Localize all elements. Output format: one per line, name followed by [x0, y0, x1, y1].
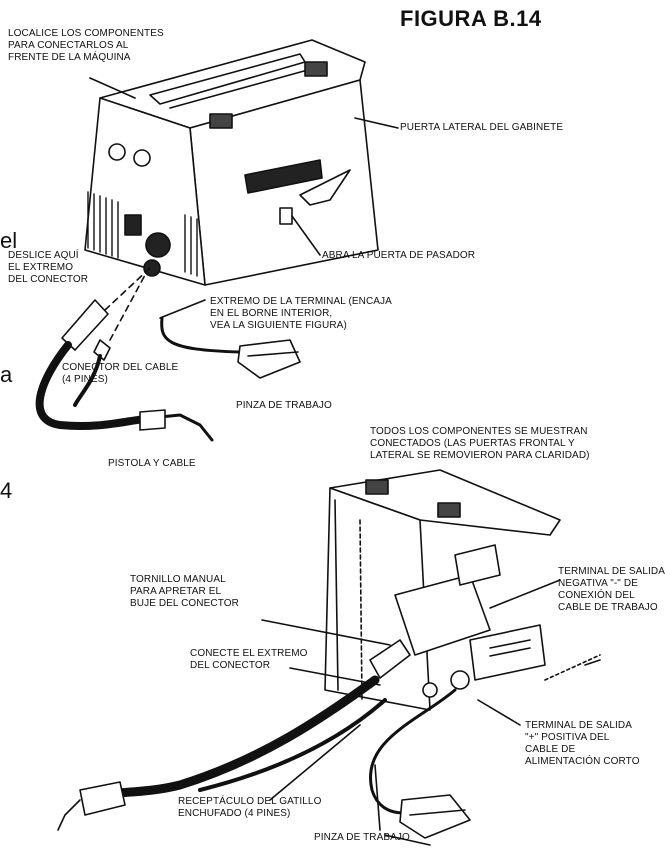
figure-title: FIGURA B.14: [400, 6, 542, 31]
label-latch-door: ABRA LA PUERTA DE PASADOR: [322, 250, 476, 261]
work-clamp-bottom: [368, 688, 471, 839]
label-work-clamp-bottom: PINZA DE TRABAJO: [314, 832, 410, 843]
edge-text-a: a: [0, 362, 13, 387]
edge-text-el: el: [0, 228, 18, 253]
label-gun-and-cable: PISTOLA Y CABLE: [108, 458, 196, 469]
label-work-clamp-top: PINZA DE TRABAJO: [236, 400, 332, 411]
front-vent-slots: [87, 191, 198, 277]
welder-machine-top: [84, 39, 399, 286]
label-side-door: PUERTA LATERAL DEL GABINETE: [400, 122, 564, 133]
edge-text-four: 4: [0, 478, 13, 503]
gun-and-cable-bottom: [57, 639, 411, 831]
gun-and-cable-top: [35, 299, 214, 442]
work-clamp-top: [160, 316, 301, 379]
label-cable-connector: CONECTOR DEL CABLE(4 PINES): [62, 362, 179, 385]
